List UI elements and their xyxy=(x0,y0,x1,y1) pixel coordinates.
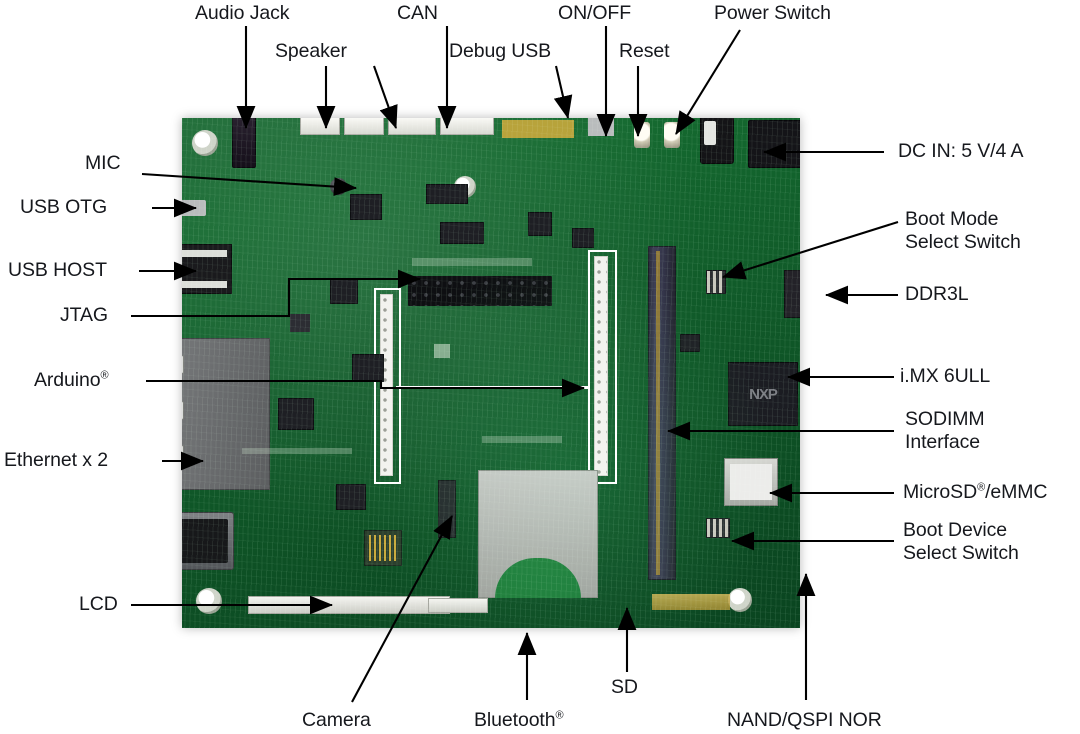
usb-host-connector xyxy=(182,244,232,294)
ic-top-3 xyxy=(440,222,484,244)
label-can: CAN xyxy=(397,2,438,24)
ic-mid-2 xyxy=(330,278,358,304)
jtag-header xyxy=(408,276,552,306)
label-sodimm-interface: SODIMM Interface xyxy=(905,408,985,454)
label-usb-host: USB HOST xyxy=(8,259,107,281)
ic-mid-4 xyxy=(352,354,384,382)
ethernet-connector-block xyxy=(182,338,270,490)
sd-card-cage xyxy=(478,470,598,598)
silkscreen-1 xyxy=(434,344,450,358)
speaker-header-2 xyxy=(344,118,384,135)
ddr3l-chip xyxy=(784,270,800,318)
label-microsd-emmc: MicroSD®/eMMC xyxy=(903,481,1048,504)
nxp-logo-text: NXP xyxy=(749,385,778,403)
label-boot-mode-select-switch: Boot Mode Select Switch xyxy=(905,208,1021,254)
silkscreen-4 xyxy=(242,448,352,454)
label-nand-qspi-nor: NAND/QSPI NOR xyxy=(727,709,882,731)
ic-top-5 xyxy=(572,228,594,248)
registered-mark-microsd: ® xyxy=(977,481,986,494)
boot-device-dip-switch xyxy=(706,518,730,538)
hdmi-connector xyxy=(182,512,234,570)
registered-mark-arduino: ® xyxy=(100,369,109,382)
arduino-highlight-connector-line xyxy=(396,386,590,389)
label-boot-device-line2: Select Switch xyxy=(903,542,1019,564)
label-lcd: LCD xyxy=(79,593,118,615)
power-switch-component xyxy=(700,118,734,164)
ic-mid-1 xyxy=(290,314,310,332)
label-microsd-post: /eMMC xyxy=(985,481,1048,503)
speaker-header-1 xyxy=(300,118,340,135)
label-imx6ull: i.MX 6ULL xyxy=(900,365,991,387)
ic-mid-3 xyxy=(278,398,314,430)
ic-top-1 xyxy=(350,194,382,220)
reset-button xyxy=(664,122,680,148)
arduino-highlight-right xyxy=(588,250,617,484)
gold-pad-top xyxy=(502,120,574,138)
label-microsd-pre: MicroSD xyxy=(903,481,978,503)
label-camera: Camera xyxy=(302,709,371,731)
label-mic: MIC xyxy=(85,152,121,174)
imx6ull-evk-board-image: NXP xyxy=(182,118,800,628)
nand-qspi-nor-region xyxy=(652,594,730,610)
ic-low-1 xyxy=(336,484,366,510)
label-dc-in: DC IN: 5 V/4 A xyxy=(898,140,1024,162)
imx6ull-soc: NXP xyxy=(728,362,798,426)
label-boot-mode-line1: Boot Mode xyxy=(905,208,999,230)
arduino-header-right xyxy=(594,256,608,476)
label-audio-jack: Audio Jack xyxy=(195,2,290,24)
label-boot-mode-line2: Select Switch xyxy=(905,231,1021,253)
label-jtag: JTAG xyxy=(60,304,108,326)
label-arduino-text: Arduino xyxy=(34,369,101,391)
bga-bottom xyxy=(364,530,402,566)
mic-component xyxy=(330,178,347,195)
label-sodimm-line1: SODIMM xyxy=(905,408,985,430)
label-bluetooth: Bluetooth® xyxy=(474,709,564,732)
mounting-hole-bottom-right xyxy=(728,588,752,612)
label-bluetooth-text: Bluetooth xyxy=(474,709,556,731)
aux-header xyxy=(440,118,494,135)
ic-top-4 xyxy=(528,212,552,236)
registered-mark-bluetooth: ® xyxy=(555,709,564,722)
usb-otg-connector xyxy=(182,200,206,216)
camera-connector xyxy=(438,480,456,538)
microsd-emmc-socket xyxy=(724,458,778,506)
label-boot-device-line1: Boot Device xyxy=(903,519,1008,541)
label-speaker: Speaker xyxy=(275,40,347,62)
silkscreen-3 xyxy=(482,436,562,443)
label-boot-device-select-switch: Boot Device Select Switch xyxy=(903,519,1019,565)
lcd-ffc-connector-small xyxy=(428,598,488,613)
label-sodimm-line2: Interface xyxy=(905,431,980,453)
can-header xyxy=(388,118,436,135)
audio-jack-connector xyxy=(232,118,256,168)
boot-mode-dip-switch xyxy=(706,270,726,294)
ic-right-1 xyxy=(680,334,700,352)
label-usb-otg: USB OTG xyxy=(20,196,108,218)
label-arduino: Arduino® xyxy=(34,369,109,392)
label-ethernet: Ethernet x 2 xyxy=(4,449,108,471)
label-on-off: ON/OFF xyxy=(558,2,632,24)
label-reset: Reset xyxy=(619,40,670,62)
ic-top-2 xyxy=(426,184,468,204)
debug-usb-connector xyxy=(588,118,614,136)
label-power-switch: Power Switch xyxy=(714,2,831,24)
label-sd: SD xyxy=(611,676,638,698)
lcd-ffc-connector xyxy=(248,596,450,614)
label-debug-usb: Debug USB xyxy=(449,40,552,62)
mounting-hole-top-left xyxy=(192,130,218,156)
mounting-hole-bottom-left xyxy=(196,588,222,614)
sodimm-slot xyxy=(648,246,676,580)
label-ddr3l: DDR3L xyxy=(905,283,969,305)
on-off-button xyxy=(634,122,650,148)
dc-in-slot xyxy=(760,136,800,145)
silkscreen-2 xyxy=(412,258,532,266)
